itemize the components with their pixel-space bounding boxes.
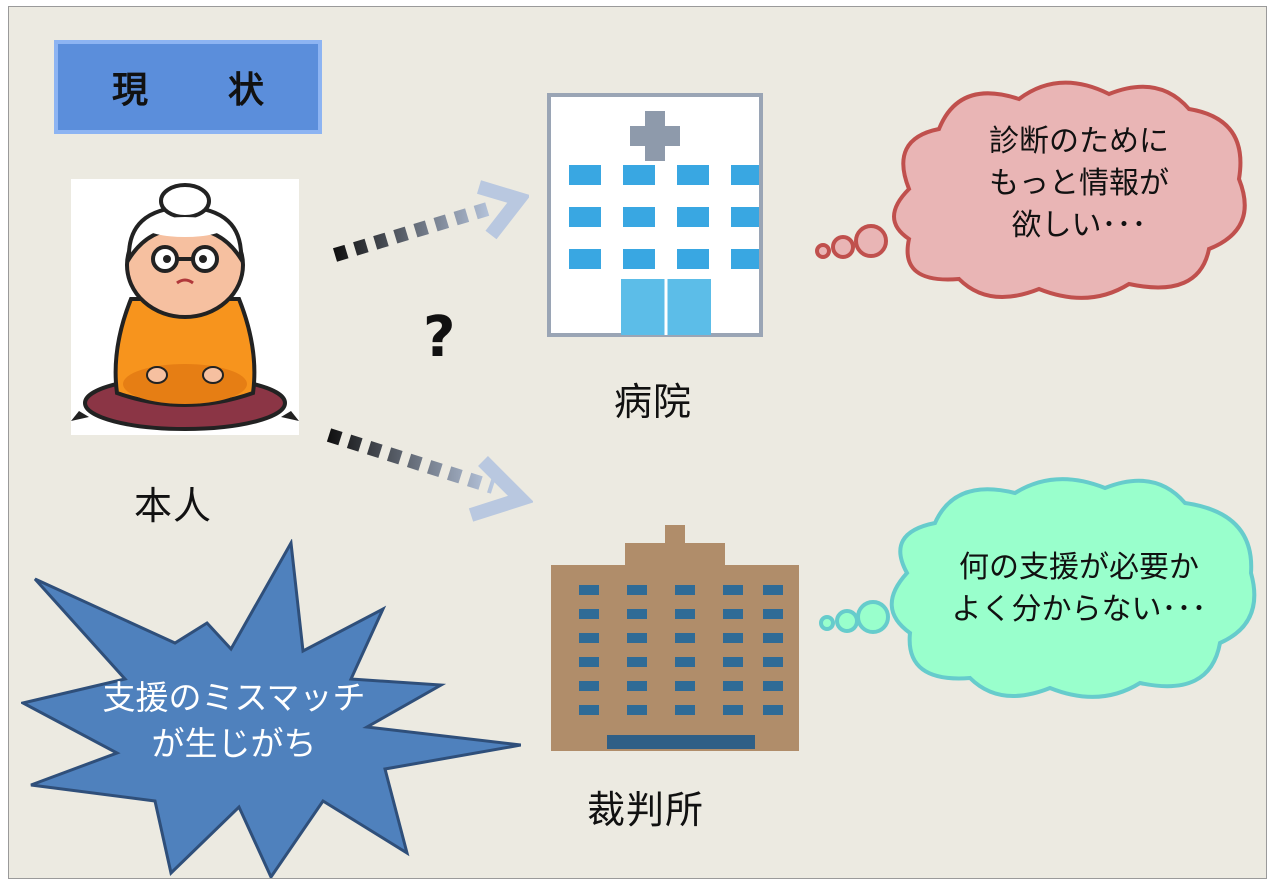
hospital-building-icon [547,93,763,337]
thought-cloud-icon [815,80,1247,300]
elderly-woman-icon [71,183,299,431]
diagram-slide: 現 状 本人 [8,6,1267,879]
person-label: 本人 [134,484,213,528]
court-thought-text: 何の支援が必要か よく分からない･･･ [951,550,1207,627]
court-label: 裁判所 [587,788,705,832]
title-box: 現 状 [54,40,322,134]
hospital-label: 病院 [614,380,693,424]
thought-cloud-icon [819,477,1257,699]
problem-text: 支援のミスマッチ が生じがち [102,678,366,763]
dotted-arrow-icon [332,180,529,262]
courthouse-building-icon [551,525,799,751]
question-mark: ? [423,305,456,370]
person-illustration [71,179,299,435]
explosion-star-icon [21,539,521,878]
title-text: 現 状 [111,70,286,111]
hospital-thought-text: 診断のために もっと情報が 欲しい･･･ [989,124,1169,243]
dotted-arrow-icon [326,428,533,522]
